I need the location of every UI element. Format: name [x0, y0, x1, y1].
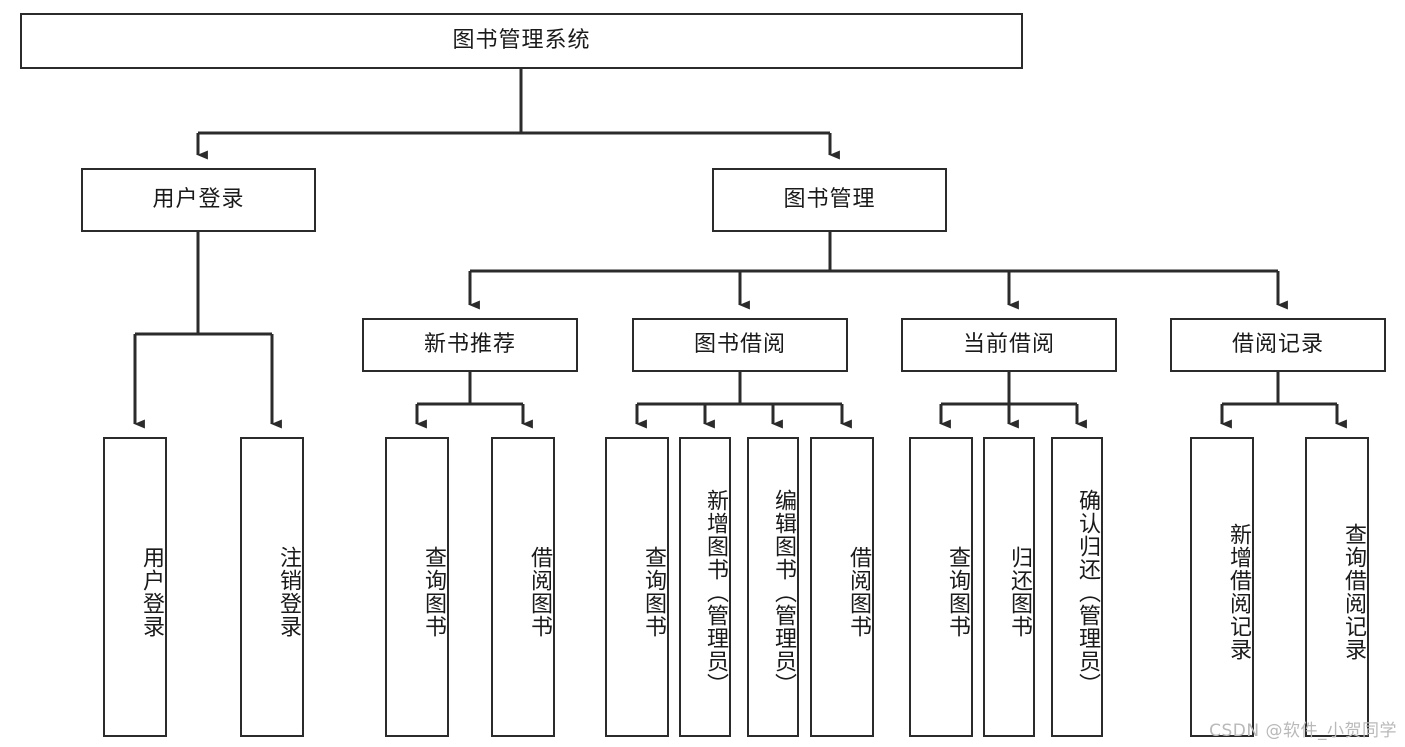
node-borrow-record-label: 借阅记录 [1231, 331, 1324, 357]
node-leaf-user-login[interactable]: 用户登录 [103, 437, 167, 737]
node-leaf-borrow-query-label: 查询图书 [641, 546, 666, 638]
node-leaf-rec-borrow[interactable]: 借阅图书 [491, 437, 555, 737]
node-leaf-rec-borrow-label: 借阅图书 [527, 546, 552, 638]
node-leaf-rec-query[interactable]: 查询图书 [385, 437, 449, 737]
node-root-label: 图书管理系统 [452, 27, 591, 53]
node-book-manage[interactable]: 图书管理 [712, 168, 947, 232]
node-new-book-rec-label: 新书推荐 [423, 331, 516, 357]
node-leaf-borrow-lend-label: 借阅图书 [846, 546, 871, 638]
node-leaf-user-login-label: 用户登录 [139, 546, 164, 638]
node-leaf-cur-confirm-label: 确认归还（管理员） [1075, 488, 1100, 696]
node-leaf-user-logout-label: 注销登录 [276, 546, 301, 638]
node-borrow-record[interactable]: 借阅记录 [1170, 318, 1386, 372]
node-leaf-rec-search-label: 查询借阅记录 [1341, 523, 1366, 661]
node-leaf-cur-return-label: 归还图书 [1007, 546, 1032, 638]
node-leaf-rec-query-label: 查询图书 [421, 546, 446, 638]
node-leaf-cur-confirm[interactable]: 确认归还（管理员） [1051, 437, 1103, 737]
node-leaf-borrow-add-label: 新增图书（管理员） [703, 488, 728, 696]
node-leaf-borrow-lend[interactable]: 借阅图书 [810, 437, 874, 737]
node-leaf-cur-query-label: 查询图书 [945, 546, 970, 638]
node-leaf-borrow-edit[interactable]: 编辑图书（管理员） [747, 437, 799, 737]
node-leaf-borrow-add[interactable]: 新增图书（管理员） [679, 437, 731, 737]
node-new-book-rec[interactable]: 新书推荐 [362, 318, 578, 372]
node-book-borrow-label: 图书借阅 [693, 331, 786, 357]
node-root[interactable]: 图书管理系统 [20, 13, 1023, 69]
node-leaf-cur-query[interactable]: 查询图书 [909, 437, 973, 737]
node-user-login[interactable]: 用户登录 [81, 168, 316, 232]
node-leaf-borrow-edit-label: 编辑图书（管理员） [771, 488, 796, 696]
csdn-watermark: CSDN @软件_小贺同学 [1209, 721, 1397, 741]
node-leaf-cur-return[interactable]: 归还图书 [983, 437, 1035, 737]
node-leaf-rec-search[interactable]: 查询借阅记录 [1305, 437, 1369, 737]
node-book-borrow[interactable]: 图书借阅 [632, 318, 848, 372]
node-current-borrow-label: 当前借阅 [962, 331, 1055, 357]
node-leaf-borrow-query[interactable]: 查询图书 [605, 437, 669, 737]
node-leaf-rec-add-label: 新增借阅记录 [1226, 523, 1251, 661]
node-current-borrow[interactable]: 当前借阅 [901, 318, 1117, 372]
node-user-login-label: 用户登录 [152, 186, 245, 212]
node-leaf-user-logout[interactable]: 注销登录 [240, 437, 304, 737]
node-book-manage-label: 图书管理 [783, 186, 876, 212]
node-leaf-rec-add[interactable]: 新增借阅记录 [1190, 437, 1254, 737]
